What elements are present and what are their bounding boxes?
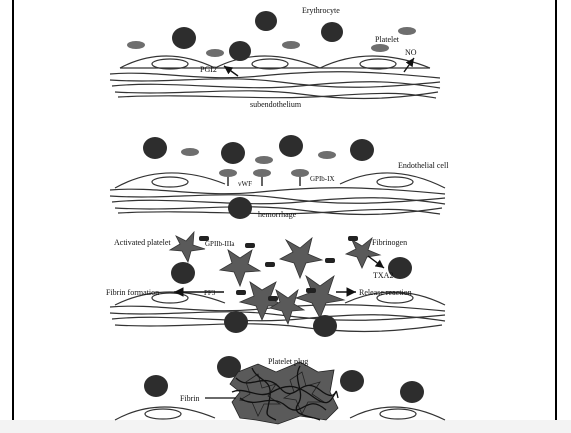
hemorrhage-label: hemorrhage: [258, 210, 297, 219]
release-reaction-label: Release reaction: [359, 288, 412, 297]
panel-platelet-plug: Platelet plug Fibrin: [115, 356, 445, 424]
erythrocyte-cell: [279, 135, 303, 157]
platelet-cell: [398, 27, 416, 35]
platelet-label: Platelet: [375, 35, 400, 44]
platelet-cell: [253, 169, 271, 177]
platelet-cell: [219, 169, 237, 177]
erythrocyte-cell: [224, 311, 248, 333]
platelet-cell: [127, 41, 145, 49]
erythrocyte-cell: [229, 41, 251, 61]
bottom-strip: [0, 420, 571, 433]
gpiib-iiia-label: GPIIb-IIIa: [205, 240, 235, 248]
erythrocyte-cell: [144, 375, 168, 397]
subendothelium-label: subendothelium: [250, 100, 302, 109]
erythrocyte-cell: [255, 11, 277, 31]
platelet-cell: [206, 49, 224, 57]
erythrocyte-cell: [172, 27, 196, 49]
erythrocyte-cell: [143, 137, 167, 159]
endothelial-cell-label: Endothelial cell: [398, 161, 449, 170]
platelet-cell: [371, 44, 389, 52]
erythrocyte-label: Erythrocyte: [302, 6, 340, 15]
erythrocyte-cell: [340, 370, 364, 392]
no-label: NO: [405, 48, 417, 57]
activated-platelet-label: Activated platelet: [114, 238, 171, 247]
erythrocyte-cell: [221, 142, 245, 164]
endothelium-layer-2: [110, 173, 445, 215]
platelet-cell: [318, 151, 336, 159]
vwf-label: vWF: [238, 180, 252, 188]
txa2-label: TXA2: [373, 271, 393, 280]
gpib-ix-label: GPIb-IX: [310, 175, 335, 183]
erythrocyte-cell: [400, 381, 424, 403]
erythrocyte-cell: [313, 315, 337, 337]
erythrocyte-cell: [321, 22, 343, 42]
panel-normal: Erythrocyte Platelet PGI2 NO subendothel…: [110, 6, 440, 109]
endothelium-layer-1: [110, 56, 440, 98]
fibrinogen-label: Fibrinogen: [372, 238, 407, 247]
platelet-cell: [291, 169, 309, 177]
platelet-cell: [282, 41, 300, 49]
fibrin-formation-label: Fibrin formation: [106, 288, 159, 297]
pf3-label: PF3: [204, 289, 216, 297]
platelet-cell: [255, 156, 273, 164]
platelet-cell: [181, 148, 199, 156]
fibrin-label: Fibrin: [180, 394, 200, 403]
erythrocyte-cell: [228, 197, 252, 219]
erythrocyte-cell: [350, 139, 374, 161]
platelet-plug-label: Platelet plug: [268, 357, 308, 366]
erythrocyte-cell: [171, 262, 195, 284]
panel-adhesion: Endothelial cell vWF GPIb-IX hemorrhage: [110, 135, 449, 219]
txa2-arrow: [368, 256, 384, 268]
platelet-plug-cluster: [230, 362, 338, 424]
panel-activation: Activated platelet GPIIb-IIIa Fibrinogen…: [106, 232, 445, 337]
pgi2-label: PGI2: [200, 65, 217, 74]
